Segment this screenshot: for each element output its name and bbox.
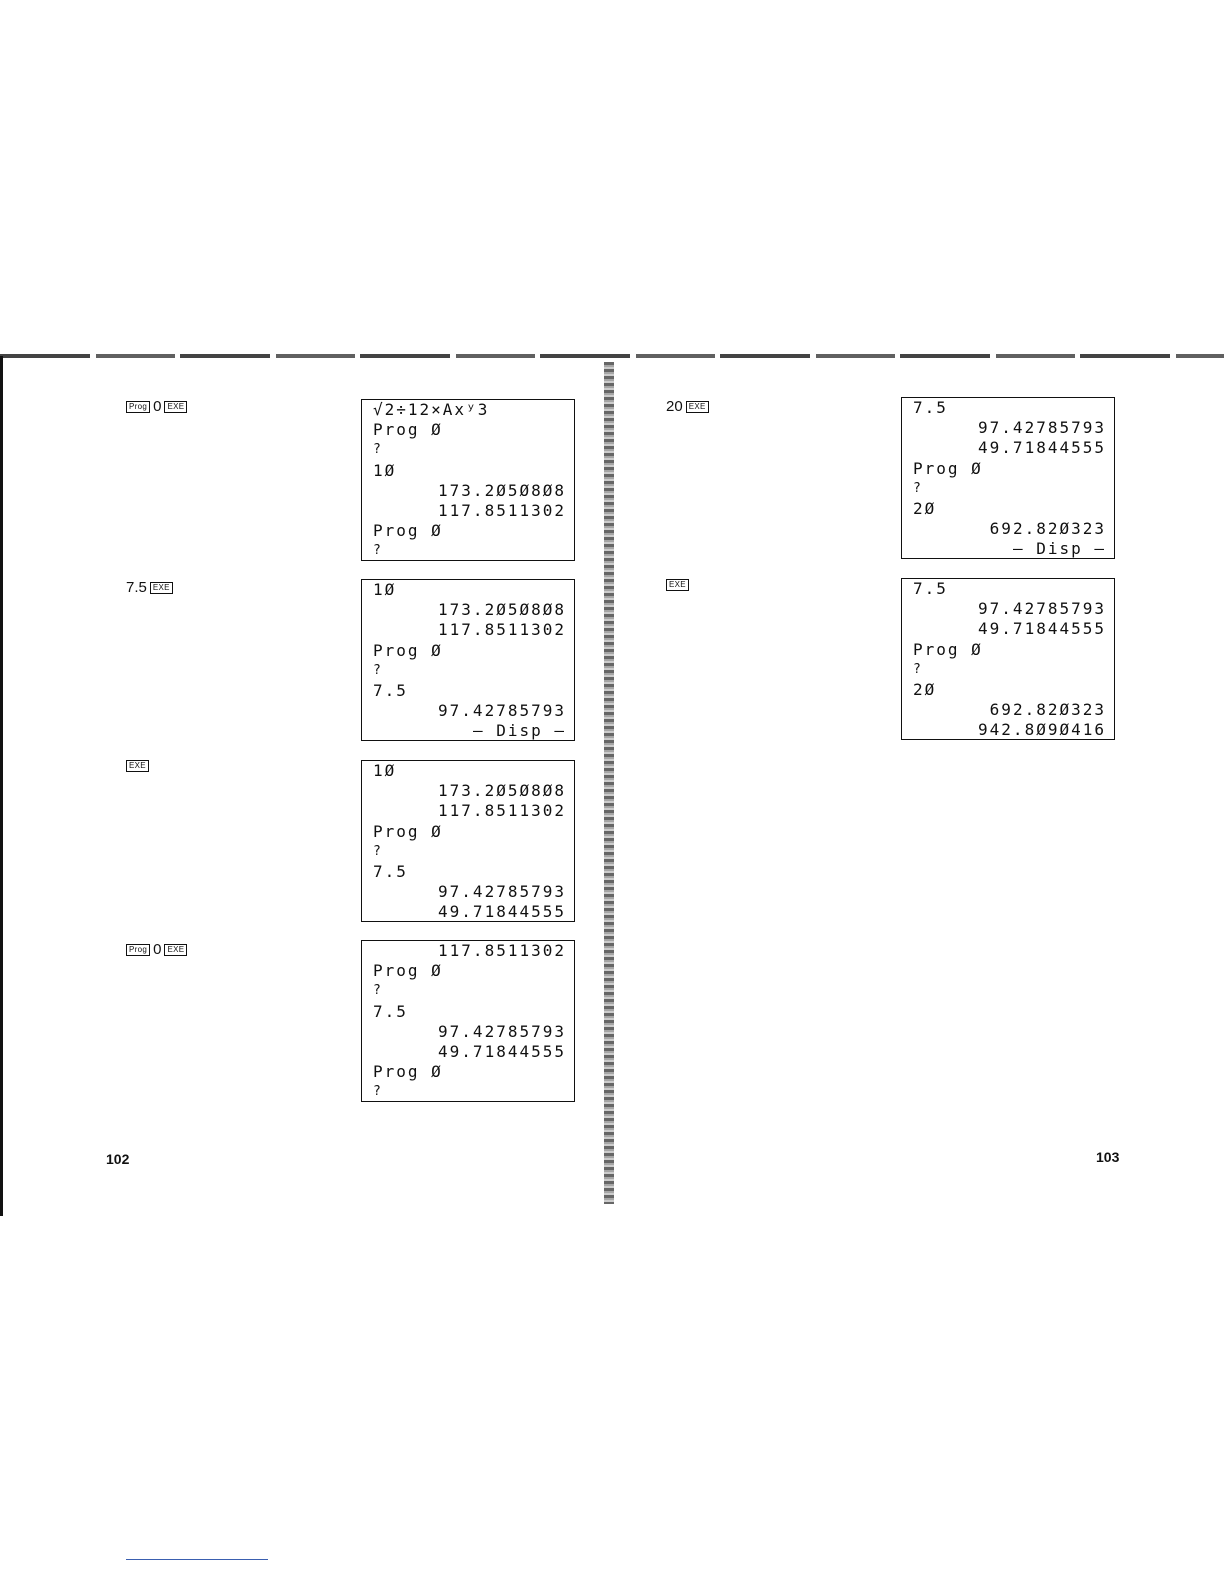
- display-line: ?: [373, 1084, 383, 1100]
- page-left-edge: [0, 356, 3, 1216]
- display-line: ?: [373, 983, 383, 999]
- display-line: Prog Ø: [373, 521, 443, 541]
- display-line: 97.42785793: [438, 882, 566, 902]
- exe-key: EXE: [164, 943, 188, 956]
- display-line: 692.82Ø323: [989, 519, 1106, 539]
- display-line: 49.71844555: [438, 902, 566, 922]
- display-line: 173.2Ø5Ø8Ø8: [438, 480, 566, 500]
- prog-key: Prog: [126, 943, 151, 956]
- display-line: 49.71844555: [438, 1041, 566, 1061]
- display-line: 2Ø: [913, 679, 937, 699]
- display-line: Prog Ø: [373, 640, 443, 660]
- display-line: √2÷12×Axʸ3: [373, 400, 490, 419]
- key-sequence: EXE: [666, 579, 689, 591]
- display-line: Prog Ø: [913, 458, 983, 478]
- display-line: 117.8511302: [438, 500, 566, 520]
- display-line: Prog Ø: [373, 961, 443, 981]
- display-line: ?: [373, 662, 383, 678]
- display-line: ?: [373, 843, 383, 859]
- display-line: 7.5: [373, 1001, 408, 1021]
- display-line: 173.2Ø5Ø8Ø8: [438, 781, 566, 801]
- display-line: 117.8511302: [438, 620, 566, 640]
- display-line: Prog Ø: [913, 639, 983, 659]
- display-line: 1Ø: [373, 761, 397, 780]
- display-line: 97.42785793: [978, 599, 1106, 619]
- key-input-text: 7.5: [126, 579, 147, 596]
- display-line: 7.5: [373, 861, 408, 881]
- page-number: 102: [106, 1151, 130, 1167]
- display-line: 7.5: [913, 579, 948, 598]
- display-line: 1Ø: [373, 580, 397, 599]
- display-line: 97.42785793: [438, 1021, 566, 1041]
- exe-key: EXE: [126, 760, 149, 772]
- display-line: 2Ø: [913, 498, 937, 518]
- display-line: — Disp —: [472, 721, 566, 741]
- page-number: 103: [1096, 1149, 1120, 1165]
- display-line: 97.42785793: [978, 418, 1106, 438]
- display-line: 692.82Ø323: [989, 700, 1106, 720]
- display-line: — Disp —: [1012, 539, 1106, 559]
- key-input-text: 20: [666, 398, 683, 415]
- display-line: ?: [373, 543, 383, 559]
- exe-key: EXE: [685, 400, 709, 413]
- key-sequence: EXE: [126, 760, 149, 772]
- display-line: 117.8511302: [438, 801, 566, 821]
- display-line: 7.5: [913, 398, 948, 417]
- display-line: Prog Ø: [373, 821, 443, 841]
- prog-key: Prog: [126, 400, 151, 413]
- book-spine: [604, 362, 614, 1204]
- display-line: ?: [373, 442, 383, 458]
- display-line: 117.8511302: [438, 941, 566, 960]
- display-line: 7.5: [373, 680, 408, 700]
- display-line: 49.71844555: [978, 438, 1106, 458]
- exe-key: EXE: [666, 579, 689, 591]
- display-line: ?: [913, 480, 923, 496]
- display-line: 1Ø: [373, 460, 397, 480]
- display-line: Prog Ø: [373, 420, 443, 440]
- display-line: ?: [913, 661, 923, 677]
- key-input-text: 0: [153, 941, 162, 958]
- footer-rule: [126, 1559, 268, 1560]
- display-line: 49.71844555: [978, 619, 1106, 639]
- exe-key: EXE: [164, 400, 188, 413]
- display-line: Prog Ø: [373, 1062, 443, 1082]
- display-line: 173.2Ø5Ø8Ø8: [438, 600, 566, 620]
- page-top-edge: [0, 354, 1224, 358]
- display-line: 97.42785793: [438, 701, 566, 721]
- exe-key: EXE: [149, 581, 173, 594]
- key-input-text: 0: [153, 398, 162, 415]
- display-line: 942.8Ø9Ø416: [978, 720, 1106, 740]
